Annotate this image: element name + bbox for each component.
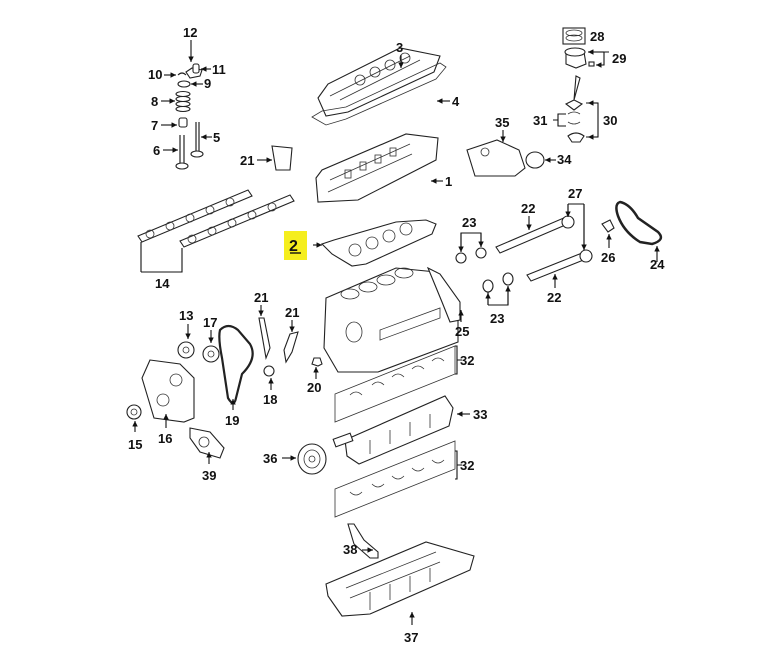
spring-retainer-part[interactable] (177, 80, 191, 88)
valve-cover-part[interactable] (317, 47, 441, 117)
timing-chain-part[interactable] (218, 324, 254, 405)
rear-cover-part[interactable] (466, 139, 526, 177)
balance-shaft-bearings-lower-part[interactable] (482, 272, 514, 293)
callout-21-left[interactable]: 21 (254, 290, 268, 305)
callout-24[interactable]: 24 (650, 257, 665, 272)
camshafts-part[interactable] (137, 189, 295, 248)
callout-10[interactable]: 10 (148, 67, 162, 82)
exhaust-valve-part[interactable] (175, 135, 189, 170)
crank-pulley-part[interactable] (297, 443, 327, 475)
callout-18[interactable]: 18 (263, 392, 277, 407)
callout-27[interactable]: 27 (568, 186, 582, 201)
callout-22-top[interactable]: 22 (521, 201, 535, 216)
callout-38[interactable]: 38 (343, 542, 357, 557)
callout-5[interactable]: 5 (213, 130, 220, 145)
callout-9[interactable]: 9 (204, 76, 211, 91)
callout-36[interactable]: 36 (263, 451, 277, 466)
rod-bearings-part[interactable] (567, 111, 581, 125)
balance-chain-tensioner-part[interactable] (601, 219, 615, 233)
balance-shaft-lower-part[interactable] (526, 249, 593, 282)
timing-cover-part[interactable] (141, 359, 195, 423)
callout-13[interactable]: 13 (179, 308, 193, 323)
callout-11[interactable]: 11 (212, 62, 226, 77)
callout-7[interactable]: 7 (151, 118, 158, 133)
callout-28[interactable]: 28 (590, 29, 604, 44)
balance-chain-part[interactable] (615, 200, 663, 246)
highlight-callout-2 (284, 231, 307, 260)
engine-block-part[interactable] (323, 267, 459, 373)
crankshaft-part[interactable] (332, 395, 454, 465)
callout-19[interactable]: 19 (225, 413, 239, 428)
chain-guide-bracket-part[interactable] (271, 145, 293, 171)
callout-8[interactable]: 8 (151, 94, 158, 109)
valve-keeper-part[interactable] (177, 72, 187, 76)
callout-12[interactable]: 12 (183, 25, 197, 40)
callout-14[interactable]: 14 (155, 276, 170, 291)
callout-39[interactable]: 39 (202, 468, 216, 483)
callout-32-top[interactable]: 32 (460, 353, 474, 368)
callout-6[interactable]: 6 (153, 143, 160, 158)
cylinder-head-part[interactable] (315, 133, 439, 203)
head-gasket-part[interactable] (320, 219, 437, 267)
callout-30[interactable]: 30 (603, 113, 617, 128)
callout-35[interactable]: 35 (495, 115, 509, 130)
balance-shaft-bearings-upper-part[interactable] (455, 247, 487, 264)
piston-part[interactable] (564, 47, 595, 69)
callout-29[interactable]: 29 (612, 51, 626, 66)
piston-rings-part[interactable] (562, 27, 586, 45)
rod-cap-part[interactable] (567, 132, 585, 143)
callout-21-top[interactable]: 21 (240, 153, 254, 168)
water-pump-part[interactable] (189, 427, 225, 459)
chain-guide-right-part[interactable] (283, 331, 299, 364)
chain-guide-left-part[interactable] (258, 317, 271, 361)
balance-shaft-upper-part[interactable] (495, 215, 575, 254)
connecting-rod-part[interactable] (564, 75, 584, 111)
callout-25[interactable]: 25 (455, 324, 469, 339)
front-seal-part[interactable] (126, 404, 142, 420)
idler-sprocket-part[interactable] (263, 365, 275, 377)
oil-pan-part[interactable] (325, 541, 475, 617)
intake-valve-part[interactable] (190, 122, 204, 158)
crank-sprocket-part[interactable] (202, 345, 220, 363)
callout-17[interactable]: 17 (203, 315, 217, 330)
valve-spring-part[interactable] (175, 90, 191, 113)
callout-1[interactable]: 1 (445, 174, 452, 189)
callout-34[interactable]: 34 (557, 152, 572, 167)
callout-32-bottom[interactable]: 32 (460, 458, 474, 473)
callout-3[interactable]: 3 (396, 40, 403, 55)
main-bearings-lower-part[interactable] (334, 440, 456, 518)
callout-31[interactable]: 31 (533, 113, 547, 128)
callout-20[interactable]: 20 (307, 380, 321, 395)
lash-adjuster-part[interactable] (192, 63, 200, 74)
valve-train-group (175, 63, 204, 170)
chain-tensioner-part[interactable] (311, 357, 323, 367)
valve-cover-gasket-part[interactable] (311, 62, 447, 126)
callout-4[interactable]: 4 (452, 94, 460, 109)
callout-22-bottom[interactable]: 22 (547, 290, 561, 305)
rear-main-seal-part[interactable] (525, 151, 545, 169)
callout-23-bottom[interactable]: 23 (490, 311, 504, 326)
callout-16[interactable]: 16 (158, 431, 172, 446)
callout-21-right[interactable]: 21 (285, 305, 299, 320)
balance-housing-bracket-part[interactable] (426, 266, 461, 323)
timing-sprocket-part[interactable] (177, 341, 195, 359)
callout-37[interactable]: 37 (404, 630, 418, 645)
callout-23-top[interactable]: 23 (462, 215, 476, 230)
callout-26[interactable]: 26 (601, 250, 615, 265)
callout-2[interactable]: 2 (289, 238, 298, 255)
callout-33[interactable]: 33 (473, 407, 487, 422)
valve-seal-part[interactable] (178, 117, 188, 128)
callout-15[interactable]: 15 (128, 437, 142, 452)
